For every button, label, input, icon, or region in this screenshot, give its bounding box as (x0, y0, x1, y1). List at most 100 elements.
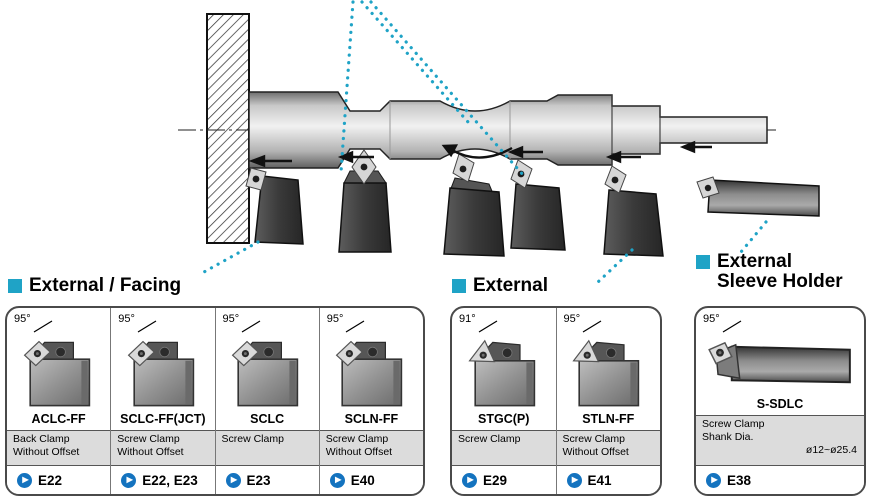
section-title: External Sleeve Holder (717, 252, 843, 292)
page-number: E38 (727, 472, 752, 488)
angle-indicator-icon (33, 320, 52, 333)
tool-holder-image (464, 335, 544, 409)
section-title: External (473, 275, 548, 296)
clamp-line: Screw Clamp (458, 433, 521, 445)
lead-angle: 95° (564, 313, 604, 334)
clamp-line: Without Offset (13, 446, 80, 459)
tool-card-stln-ff: 95° STLN-FF Screw Clamp Without Offset ▶… (555, 308, 660, 494)
shank-diameter: ø12~ø25.4 (805, 444, 857, 457)
tool-holder-external-2 (603, 165, 664, 257)
lead-angle: 95° (118, 313, 158, 334)
tool-holder-external-1 (510, 159, 566, 251)
lead-angle: 95° (327, 313, 367, 334)
page-number: E41 (587, 472, 612, 488)
clamp-line: Shank Dia. (702, 431, 754, 444)
clamp-info: Screw Clamp Without Offset (319, 430, 423, 465)
tool-holder-image (227, 335, 307, 409)
tool-card-stgc-p: 91° STGC(P) Screw Clamp ▶ E29 (452, 308, 556, 494)
tool-holder-facing (245, 167, 304, 245)
lead-angle-value: 95° (14, 313, 31, 325)
page-reference[interactable]: ▶ E29 (452, 465, 556, 494)
clamp-line: Screw Clamp (702, 418, 765, 430)
page-arrow-icon: ▶ (121, 472, 137, 488)
page-reference[interactable]: ▶ E38 (696, 465, 864, 494)
lead-angle-value: 91° (459, 313, 476, 325)
lead-angle-value: 95° (563, 313, 581, 325)
angle-indicator-icon (137, 320, 157, 333)
tool-card-scln-ff: 95° SCLN-FF Screw Clamp Without Offset ▶… (318, 308, 423, 494)
clamp-info: Screw Clamp Without Offset (556, 430, 660, 465)
page-number: E22 (38, 472, 63, 488)
tool-name: ACLC-FF (31, 412, 86, 426)
lead-angle: 95° (14, 313, 54, 334)
chuck (206, 13, 250, 244)
section-bullet-icon (696, 255, 710, 269)
clamp-line: Screw Clamp (117, 433, 180, 445)
section-header-sleeve-holder: External Sleeve Holder (696, 252, 843, 292)
lead-angle: 95° (703, 313, 743, 334)
angle-indicator-icon (582, 320, 602, 333)
clamp-info: Screw Clamp Without Offset (111, 430, 215, 465)
page-reference[interactable]: ▶ E22, E23 (111, 465, 215, 494)
clamp-line: Screw Clamp (325, 433, 389, 445)
clamp-info: Screw Clamp (215, 430, 319, 465)
page-reference[interactable]: ▶ E40 (319, 465, 423, 494)
page-reference[interactable]: ▶ E41 (556, 465, 660, 494)
tool-card-sclc-ff-jct: 95° SCLC-FF(JCT) Screw Clamp Without Off… (110, 308, 215, 494)
tool-holder-image (19, 335, 99, 409)
tool-card-aclc-ff: 95° ACLC-FF Back Clamp Without Offset ▶ … (7, 308, 111, 494)
angle-indicator-icon (346, 320, 365, 333)
tool-holder-profiling-1 (338, 149, 392, 253)
section-title-line1: External (717, 251, 792, 272)
clamp-info: Back Clamp Without Offset (7, 430, 111, 465)
card-group-external: 91° STGC(P) Screw Clamp ▶ E29 95° (450, 306, 662, 496)
tool-name: STLN-FF (582, 412, 635, 426)
tool-name: S-SDLC (756, 397, 804, 411)
tool-holder-image (123, 335, 203, 409)
leader-lines (202, 0, 768, 284)
tool-name: SCLC-FF(JCT) (120, 412, 206, 426)
tool-name: SCLN-FF (344, 412, 399, 426)
page-arrow-icon: ▶ (566, 472, 582, 488)
section-title-line2: Sleeve Holder (717, 270, 843, 292)
angle-indicator-icon (478, 320, 497, 333)
section-header-external: External (452, 276, 548, 296)
lead-angle-value: 95° (326, 313, 344, 325)
page-arrow-icon: ▶ (225, 472, 241, 488)
feed-arrows (248, 140, 712, 168)
page-reference[interactable]: ▶ E22 (7, 465, 111, 494)
tool-card-sclc: 95° SCLC Screw Clamp ▶ E23 (214, 308, 319, 494)
page-number: E23 (246, 472, 271, 488)
clamp-line: Screw Clamp (221, 433, 284, 445)
lead-angle: 95° (223, 313, 263, 334)
tool-holder-image (568, 335, 648, 409)
workpiece-shaft (248, 91, 768, 169)
clamp-info: Screw Clamp (452, 430, 556, 465)
tool-holder-image (706, 333, 854, 394)
page-number: E40 (350, 472, 375, 488)
lead-angle-value: 95° (118, 313, 135, 325)
lead-angle-value: 95° (703, 313, 720, 325)
angle-indicator-icon (722, 320, 741, 333)
tool-holder-sleeve (696, 176, 820, 217)
page-arrow-icon: ▶ (462, 472, 477, 488)
clamp-line: Without Offset (562, 446, 629, 459)
tool-name: SCLC (250, 412, 285, 426)
tool-card-s-sdlc: 95° S-SDLC Screw Clamp Shank Dia. ø12~ø2… (696, 308, 864, 494)
clamp-info: Screw Clamp Shank Dia. ø12~ø25.4 (696, 415, 864, 465)
page-number: E22, E23 (142, 472, 198, 488)
tool-holder-profiling-2 (443, 153, 505, 257)
clamp-line: Back Clamp (13, 433, 70, 445)
angle-indicator-icon (241, 320, 261, 333)
page-arrow-icon: ▶ (17, 472, 32, 488)
page-number: E29 (483, 472, 508, 488)
card-group-sleeve-holder: 95° S-SDLC Screw Clamp Shank Dia. ø12~ø2… (694, 306, 866, 496)
section-title: External / Facing (29, 275, 182, 296)
tool-holder-image (331, 335, 411, 409)
page-arrow-icon: ▶ (706, 472, 721, 488)
section-bullet-icon (8, 279, 22, 293)
page-reference[interactable]: ▶ E23 (215, 465, 319, 494)
clamp-line: Without Offset (325, 446, 393, 459)
lead-angle: 91° (459, 313, 499, 334)
